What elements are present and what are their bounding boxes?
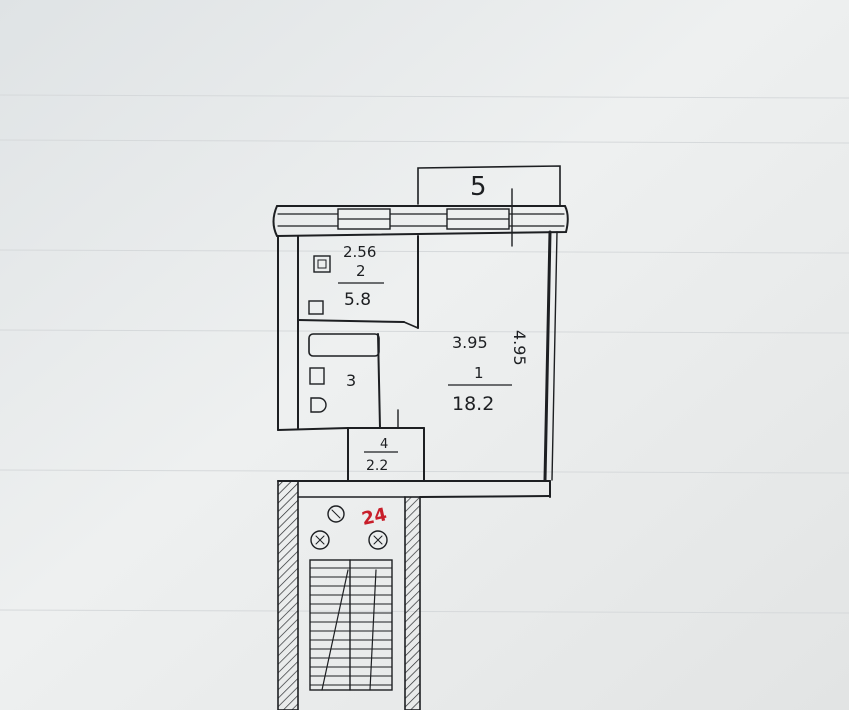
living-dimension-b-label: 4.95 — [510, 330, 529, 366]
balcony-width-label: 5 — [470, 172, 487, 202]
living-dimension-a-label: 3.95 — [452, 333, 488, 352]
stair-flights — [309, 559, 393, 691]
kitchen-dimension-label: 2.56 — [343, 243, 376, 261]
kitchen-number-label: 2 — [356, 262, 366, 280]
hall-area-label: 2.2 — [366, 458, 388, 474]
stair-right-wall — [404, 496, 421, 710]
stair-red-mark: 24 — [360, 504, 389, 530]
washbasin-icon — [309, 367, 325, 385]
stair-left-wall — [277, 480, 299, 710]
hall-partitions — [347, 427, 425, 482]
right-wall — [543, 230, 552, 482]
stair-steps — [309, 567, 393, 686]
plan-labels: 5 2.56 2 5.8 3 3.95 4.95 1 18.2 4 2.2 24 — [338, 172, 529, 530]
kitchen-partitions — [297, 235, 419, 329]
top-wall — [272, 205, 569, 238]
left-wall — [277, 235, 349, 431]
bottom-wall — [277, 480, 551, 498]
stove-icon — [313, 255, 331, 273]
kitchen-area-label: 5.8 — [344, 290, 371, 310]
stairwell — [277, 480, 421, 710]
living-area-label: 18.2 — [452, 393, 494, 415]
bathtub-icon — [308, 333, 380, 357]
living-number-label: 1 — [474, 364, 484, 382]
hall-number-label: 4 — [380, 437, 388, 452]
elevator-icon-3 — [368, 530, 388, 550]
elevator-icon-2 — [310, 530, 330, 550]
balcony — [417, 165, 561, 247]
plan-drawing — [272, 165, 569, 710]
toilet-icon — [310, 397, 327, 413]
bathroom-number-label: 3 — [346, 371, 356, 390]
bathroom-partitions — [308, 333, 399, 429]
elevator-icon-1 — [327, 505, 345, 523]
sink-icon — [308, 300, 324, 315]
